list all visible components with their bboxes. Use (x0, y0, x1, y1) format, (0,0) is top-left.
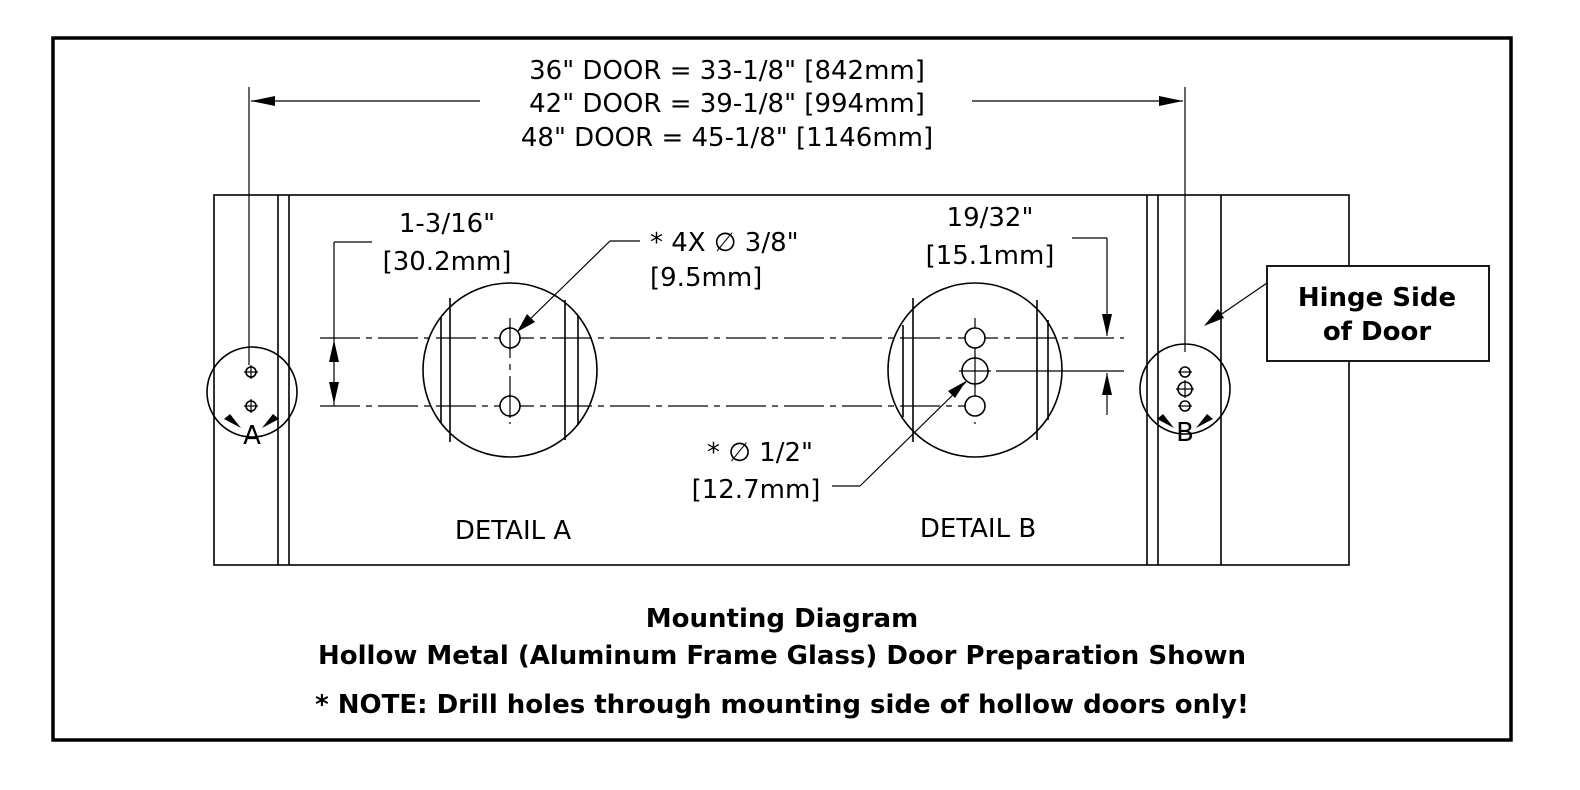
detail-b-view (887, 282, 1063, 458)
hinge-label-line2: of Door (1323, 317, 1432, 347)
overall-dim-42: 42" DOOR = 39-1/8" [994mm] (529, 89, 925, 119)
door-panel (213, 194, 1350, 566)
hinge-label-line1: Hinge Side (1298, 283, 1456, 313)
caption-note: * NOTE: Drill holes through mounting sid… (315, 690, 1249, 720)
leader-hole-callout (517, 240, 640, 332)
dimension-left (329, 241, 372, 406)
dim-center-hole-metric: [12.7mm] (692, 475, 821, 505)
hinge-arrow-icon (1204, 309, 1224, 326)
overall-dimension (248, 87, 1186, 365)
drawing-border (51, 36, 1513, 742)
caption-title: Mounting Diagram (646, 604, 918, 634)
detail-b-hole-lower (964, 395, 986, 417)
dim-left-value: 1-3/16" (399, 209, 495, 239)
detail-marker-b (1139, 343, 1231, 435)
marker-a-label: A (243, 421, 261, 451)
arrow-right-icon (1159, 96, 1183, 106)
leader-center-hole (832, 381, 967, 487)
dimension-right (1072, 237, 1112, 415)
hole-center-lines (320, 337, 1124, 407)
detail-b-hole-upper (964, 327, 986, 349)
dim-left-metric: [30.2mm] (383, 247, 512, 277)
hinge-side-callout (1204, 265, 1490, 362)
dim-holes-metric: [9.5mm] (650, 263, 762, 293)
dim-holes-value: * 4X ∅ 3/8" (650, 228, 799, 258)
detail-b-label: DETAIL B (920, 514, 1036, 544)
dim-right-metric: [15.1mm] (926, 241, 1055, 271)
detail-a-label: DETAIL A (455, 516, 572, 546)
dim-right-value: 19/32" (947, 203, 1034, 233)
detail-a-view (422, 282, 598, 458)
arrow-left-icon (251, 96, 275, 106)
overall-dim-36: 36" DOOR = 33-1/8" [842mm] (529, 56, 925, 86)
dim-center-hole-value: * ∅ 1/2" (707, 438, 813, 468)
overall-dim-48: 48" DOOR = 45-1/8" [1146mm] (521, 123, 933, 153)
detail-marker-a (206, 346, 298, 438)
marker-b-label: B (1176, 418, 1194, 448)
caption-subtitle: Hollow Metal (Aluminum Frame Glass) Door… (318, 641, 1246, 671)
